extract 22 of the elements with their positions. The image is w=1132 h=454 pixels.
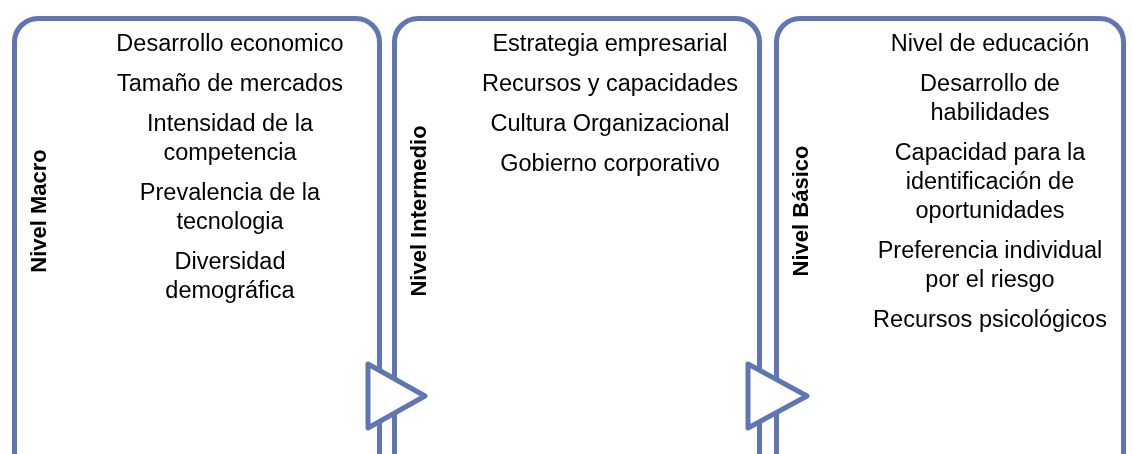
factor-text: Nivel de educación xyxy=(889,29,1091,58)
factor-text: Estrategia empresarial xyxy=(491,29,729,58)
level-panel xyxy=(392,16,762,454)
factor-text: Desarrollo de habilidades xyxy=(919,69,1061,127)
level-panel xyxy=(774,16,1126,454)
factor-text: Intensidad de la competencia xyxy=(146,109,314,167)
arrow xyxy=(745,361,810,431)
factor-text: Recursos y capacidades xyxy=(481,69,739,98)
factor-text: Recursos psicológicos xyxy=(872,305,1108,334)
factor-text: Desarrollo economico xyxy=(115,29,345,58)
factor-text: Cultura Organizacional xyxy=(489,109,731,138)
factor-text: Gobierno corporativo xyxy=(499,149,721,178)
level-heading: Nivel Macro xyxy=(26,149,52,273)
level-heading: Nivel Intermedio xyxy=(406,125,432,297)
arrow xyxy=(365,361,428,431)
factor-text: Tamaño de mercados xyxy=(116,69,344,98)
level-heading: Nivel Básico xyxy=(788,145,814,277)
factor-text: Capacidad para la identificación de oportunidades xyxy=(893,138,1087,225)
level-panel xyxy=(12,16,382,454)
factor-text: Preferencia individual por el riesgo xyxy=(876,236,1104,294)
factor-text: Diversidad demográfica xyxy=(164,247,296,305)
factor-text: Prevalencia de la tecnologia xyxy=(138,178,322,236)
